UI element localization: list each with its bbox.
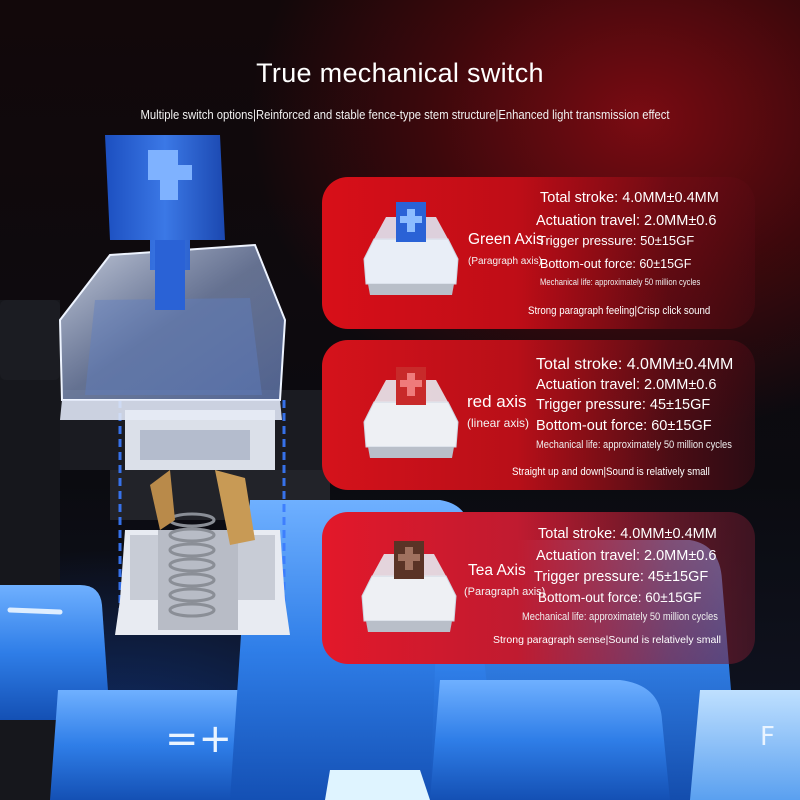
spec-mechanical-life: Mechanical life: approximately 50 millio… xyxy=(536,439,732,451)
axis-type: (Paragraph axis) xyxy=(468,256,542,267)
switch-card-green-axis: Green Axis (Paragraph axis) Total stroke… xyxy=(322,177,755,329)
spec-total-stroke: Total stroke: 4.0MM±0.4MM xyxy=(540,190,719,206)
switch-feel-note: Strong paragraph sense|Sound is relative… xyxy=(492,634,722,646)
spec-total-stroke: Total stroke: 4.0MM±0.4MM xyxy=(538,526,717,542)
red-switch-icon xyxy=(363,367,459,458)
spec-trigger-pressure: Trigger pressure: 45±15GF xyxy=(536,397,711,413)
svg-text:=+: =+ xyxy=(165,716,232,762)
spec-trigger-pressure: Trigger pressure: 50±15GF xyxy=(538,233,695,248)
axis-name: red axis xyxy=(467,392,527,411)
spec-actuation-travel: Actuation travel: 2.0MM±0.6 xyxy=(536,548,717,564)
brown-switch-icon xyxy=(361,541,457,632)
svg-text:F: F xyxy=(760,722,775,752)
spec-mechanical-life: Mechanical life: approximately 50 millio… xyxy=(522,611,718,623)
page-subtitle: Multiple switch options|Reinforced and s… xyxy=(140,108,670,122)
axis-type: (linear axis) xyxy=(467,416,530,430)
axis-name: Green Axis xyxy=(468,231,544,248)
switch-feel-note: Straight up and down|Sound is relatively… xyxy=(512,466,710,478)
switch-feel-note: Strong paragraph feeling|Crisp click sou… xyxy=(528,305,711,317)
spec-bottom-out-force: Bottom-out force: 60±15GF xyxy=(538,590,702,605)
spec-total-stroke: Total stroke: 4.0MM±0.4MM xyxy=(536,356,734,373)
axis-type: (Paragraph axis) xyxy=(464,586,546,598)
spec-actuation-travel: Actuation travel: 2.0MM±0.6 xyxy=(536,213,717,229)
spec-actuation-travel: Actuation travel: 2.0MM±0.6 xyxy=(536,377,717,393)
spec-bottom-out-force: Bottom-out force: 60±15GF xyxy=(536,418,712,434)
spec-mechanical-life: Mechanical life: approximately 50 millio… xyxy=(540,277,701,287)
switch-card-tea-axis: Tea Axis (Paragraph axis) Total stroke: … xyxy=(322,512,755,664)
switch-card-red-axis: red axis (linear axis) Total stroke: 4.0… xyxy=(322,340,755,490)
spec-trigger-pressure: Trigger pressure: 45±15GF xyxy=(534,569,709,585)
spec-bottom-out-force: Bottom-out force: 60±15GF xyxy=(540,257,692,271)
axis-name: Tea Axis xyxy=(468,562,526,579)
blue-switch-icon xyxy=(363,202,459,295)
page-title: True mechanical switch xyxy=(256,58,544,88)
